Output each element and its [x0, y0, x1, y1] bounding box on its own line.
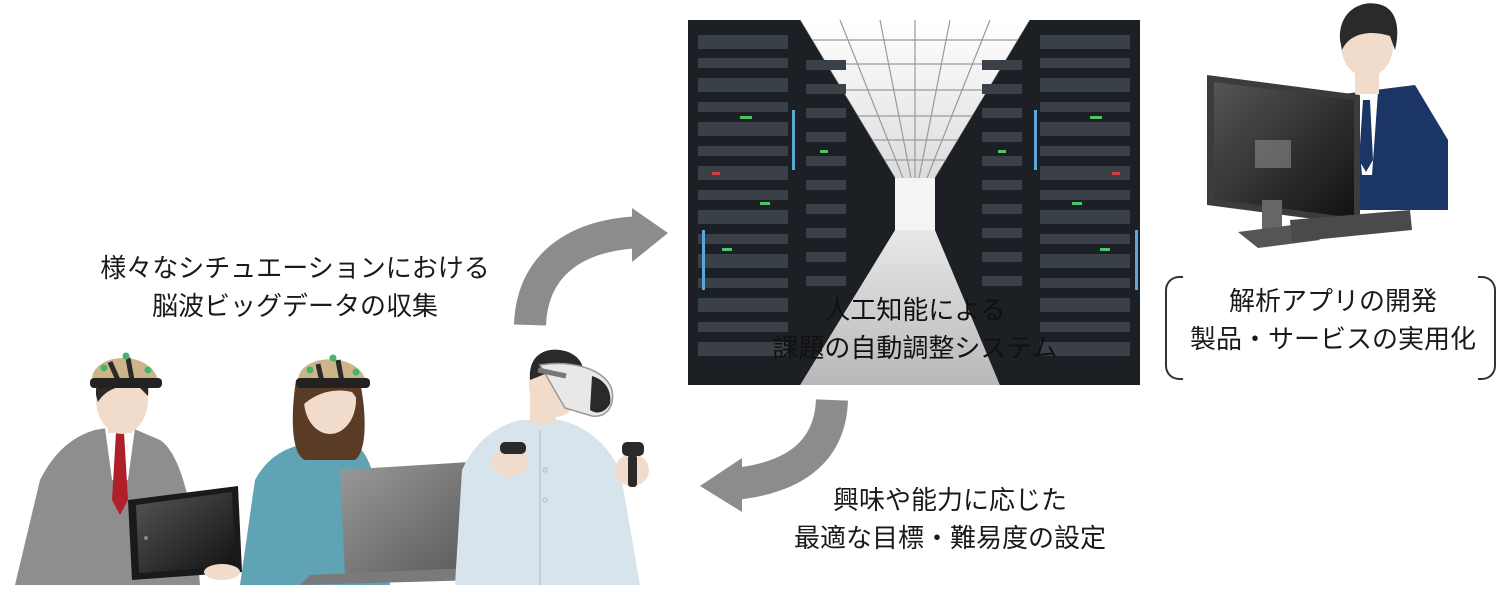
bracket-left — [1165, 276, 1183, 380]
arrow-up — [514, 208, 668, 327]
man-figure — [15, 352, 242, 585]
tablet-icon — [128, 486, 242, 580]
analyst-figure — [1207, 3, 1448, 248]
label-target-setting: 興味や能力に応じた 最適な目標・難易度の設定 — [740, 482, 1160, 558]
label-line: 脳波ビッグデータの収集 — [151, 292, 438, 322]
vr-figure — [455, 349, 649, 585]
server-racks-icon — [688, 19, 1140, 385]
label-ai-system: 人工知能による 課題の自動調整システム — [690, 292, 1140, 368]
woman-figure — [240, 354, 480, 585]
label-data-collection: 様々なシチュエーションにおける 脳波ビッグデータの収集 — [60, 250, 530, 326]
label-line: 最適な目標・難易度の設定 — [793, 524, 1106, 554]
arrow-down — [700, 398, 848, 512]
laptop-icon — [300, 462, 480, 585]
label-line: 興味や能力に応じた — [832, 486, 1067, 516]
label-line: 人工知能による — [824, 296, 1006, 326]
bracket-right — [1478, 276, 1496, 380]
vr-goggles-icon — [537, 362, 614, 417]
label-line: 解析アプリの開発 — [1228, 287, 1437, 317]
eeg-headset-icon — [90, 352, 162, 388]
label-line: 様々なシチュエーションにおける — [100, 254, 490, 284]
label-app-development: 解析アプリの開発 製品・サービスの実用化 — [1168, 283, 1498, 359]
label-line: 課題の自動調整システム — [772, 334, 1058, 364]
eeg-headset-icon — [296, 354, 370, 388]
label-line: 製品・サービスの実用化 — [1189, 325, 1476, 355]
